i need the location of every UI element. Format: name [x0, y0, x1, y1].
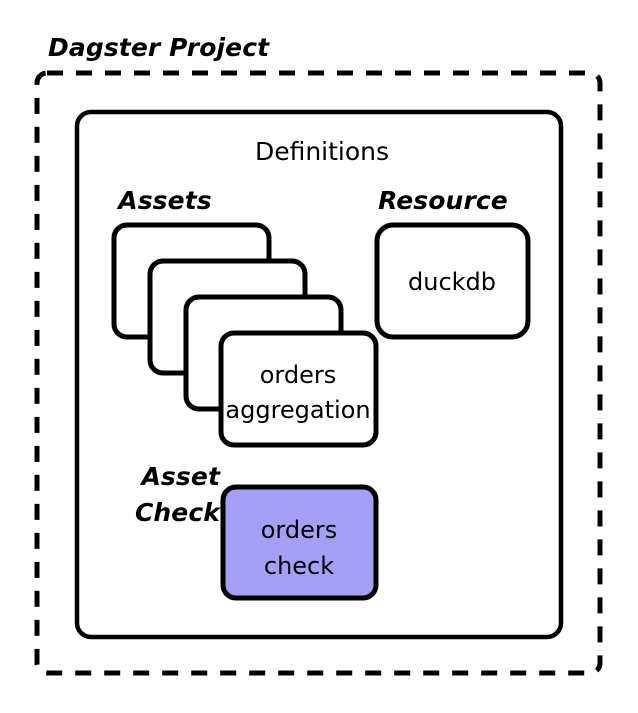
asset-check-orders-check-box[interactable]: [220, 484, 379, 601]
asset-orders-aggregation-label-line2: aggregation: [225, 396, 371, 424]
resource-duckdb-label: duckdb: [407, 268, 497, 296]
dagster-project-title: Dagster Project: [48, 33, 270, 62]
resource-duckdb-box[interactable]: [374, 222, 531, 340]
asset-check-group-label-line1: Asset: [141, 462, 220, 491]
assets-group-label: Assets: [118, 186, 212, 215]
asset-check-orders-check-label-line2: check: [263, 552, 335, 580]
asset-check-orders-check-label-line1: orders: [260, 516, 338, 544]
asset-orders-aggregation-box[interactable]: [218, 330, 379, 448]
asset-check-group-label-line2: Check: [134, 498, 220, 527]
resource-group-label: Resource: [378, 186, 508, 215]
dagster-project-container: [34, 70, 603, 676]
definitions-title: Definitions: [254, 137, 390, 166]
asset-orders-aggregation-label-line1: orders: [259, 361, 337, 389]
